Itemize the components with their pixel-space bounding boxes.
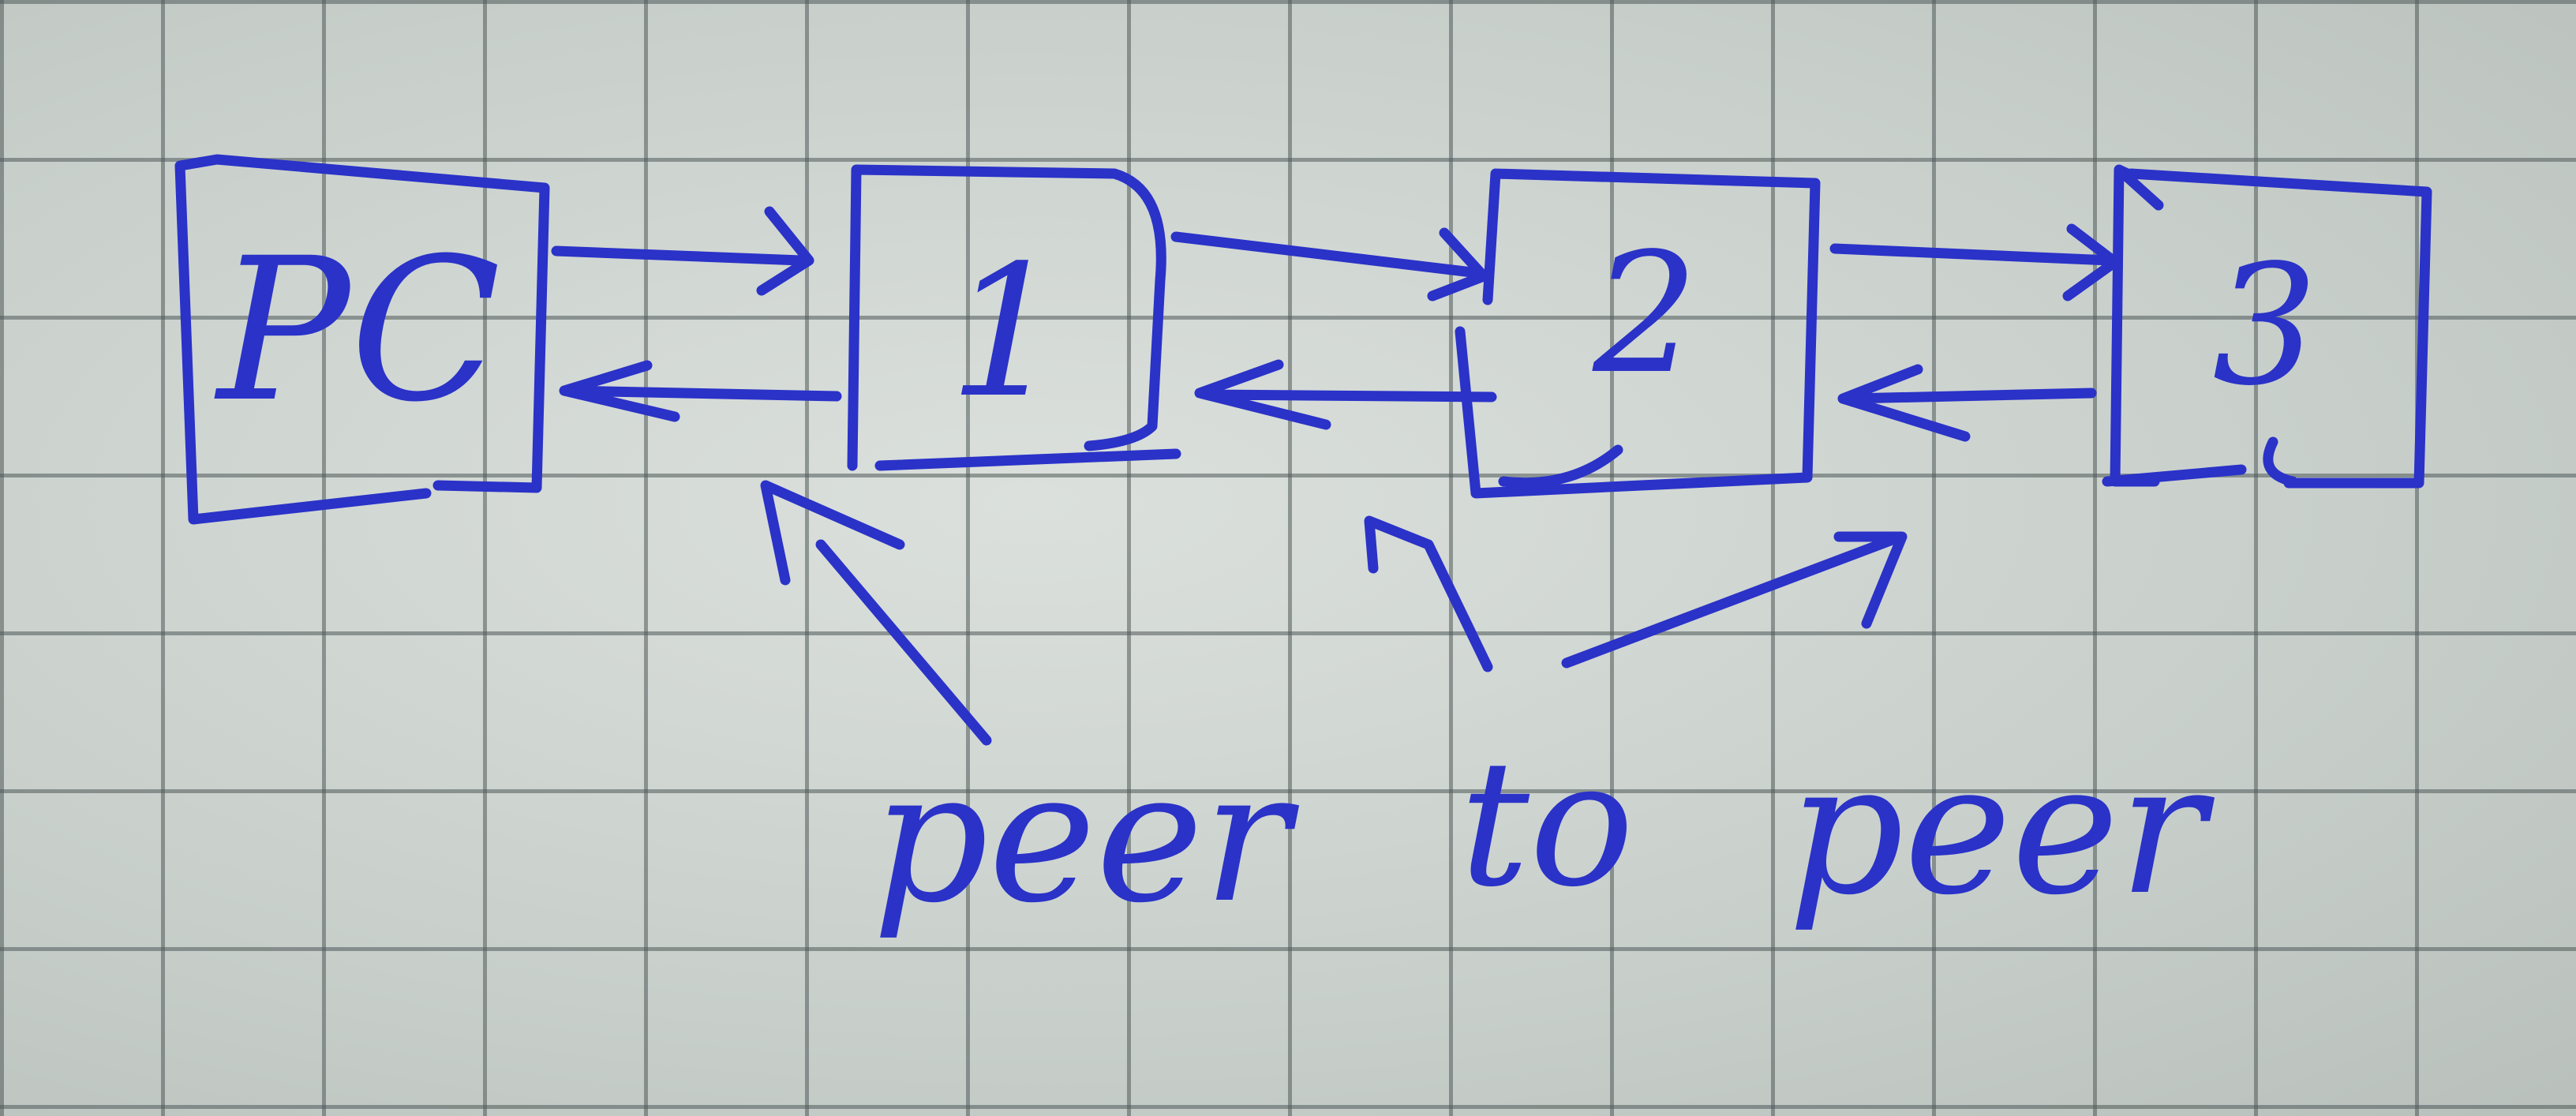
node-3 [2102, 164, 2432, 489]
node-pc [174, 154, 550, 525]
arrow-1-to-pc [559, 360, 842, 422]
caption-word-to: to [1460, 723, 1634, 925]
node-pc-label: PC [214, 215, 501, 445]
caption-word-peer-1: peer [872, 732, 1299, 943]
arrow-1-to-2 [1170, 227, 1489, 301]
annotation-arrow-to-node-2 [1364, 515, 1493, 672]
node-2-box [1455, 168, 1821, 499]
arrow-pc-to-1 [551, 206, 814, 296]
node-1-box [847, 164, 1181, 471]
arrow-2-to-3 [1829, 223, 2121, 301]
arrow-2-to-1 [1194, 359, 1497, 430]
node-1 [847, 164, 1181, 471]
node-1-label: 1 [949, 227, 1064, 438]
arrow-3-to-2 [1837, 364, 2097, 442]
node-2-label: 2 [1592, 217, 1698, 410]
annotation-arrow-to-node-3 [1561, 531, 1908, 668]
annotation-arrow-to-node-1 [760, 480, 992, 746]
node-2 [1455, 168, 1821, 499]
node-3-label: 3 [2212, 229, 2318, 422]
node-3-box [2102, 164, 2432, 489]
node-pc-box [174, 154, 550, 525]
caption-word-peer-2: peer [1788, 725, 2215, 935]
